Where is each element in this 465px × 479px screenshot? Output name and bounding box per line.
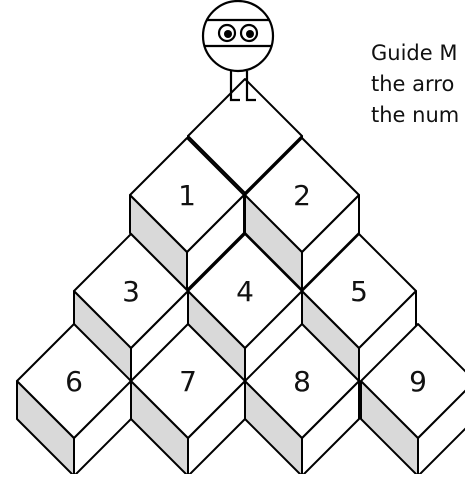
instruction-line-2: the arro [371,69,459,100]
instruction-text: Guide M the arro the num [371,38,459,131]
robot-right-pupil [246,30,254,38]
cube-number-7: 7 [179,365,197,398]
cube-number-8: 8 [293,365,311,398]
cubes-layer: 1 2 3 4 5 6 7 8 9 [17,79,465,474]
cube-number-4: 4 [236,275,254,308]
cube-number-5: 5 [350,275,368,308]
cube-number-1: 1 [178,179,196,212]
robot-head [203,1,273,71]
instruction-line-1: Guide M [371,38,459,69]
instruction-line-3: the num [371,100,459,131]
cube-number-3: 3 [122,275,140,308]
cube-number-9: 9 [409,365,427,398]
cube-number-2: 2 [293,179,311,212]
robot-left-pupil [224,30,232,38]
cube-number-6: 6 [65,365,83,398]
